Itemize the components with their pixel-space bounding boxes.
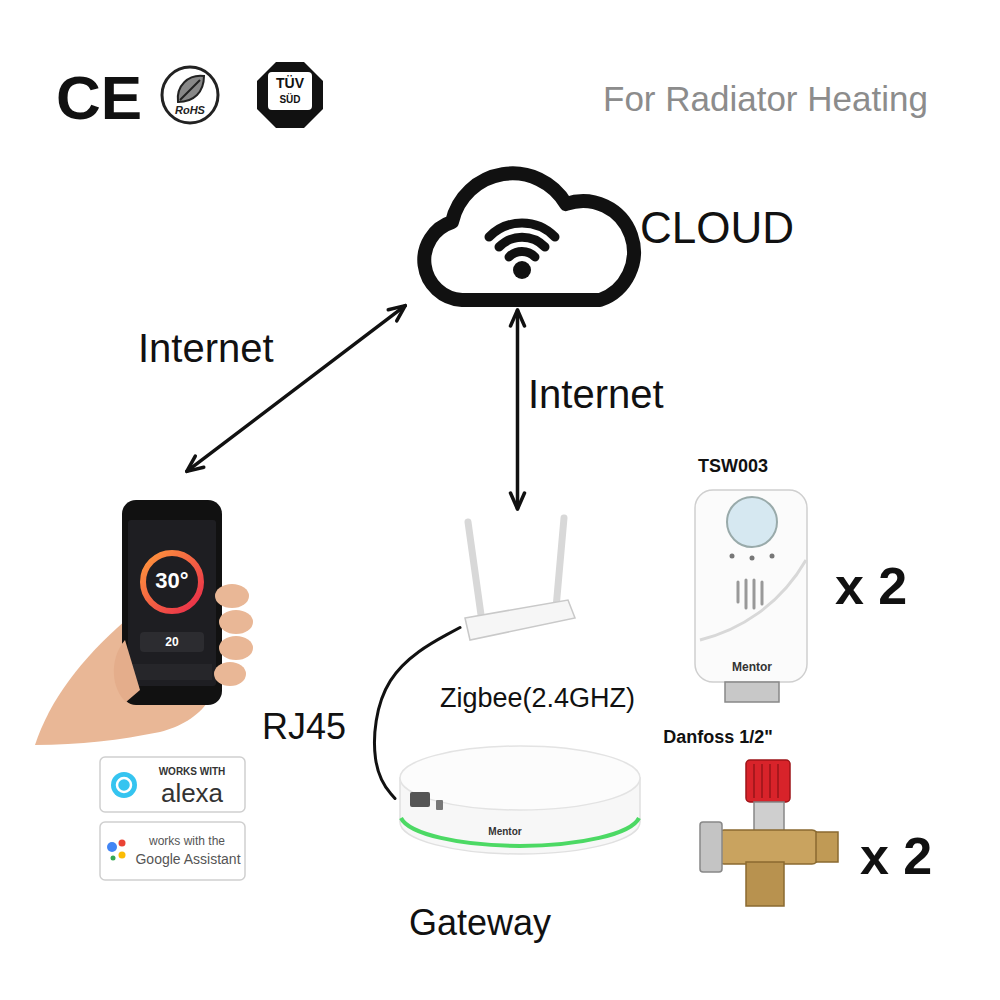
badge-text: WORKS WITH <box>142 766 242 777</box>
router-node <box>460 515 575 640</box>
gateway-light <box>401 818 639 846</box>
badge-text: Google Assistant <box>132 852 244 867</box>
usb-port <box>436 800 443 810</box>
ce-mark: CE <box>56 64 156 132</box>
phone-menu <box>132 664 212 680</box>
google-dot <box>119 840 126 847</box>
protocol-label: Zigbee(2.4GHZ) <box>440 684 700 714</box>
wifi-arc <box>509 251 535 257</box>
brand-logo: Mentor <box>483 826 527 837</box>
google-dot <box>119 852 126 859</box>
page-title: For Radiator Heating <box>603 80 993 119</box>
brand-logo: Mentor <box>722 661 782 674</box>
badge-text: works with the <box>132 835 242 848</box>
model-label: TSW003 <box>678 457 788 477</box>
wifi-dot <box>513 261 531 279</box>
alexa-badge <box>100 757 245 812</box>
hand-finger <box>214 662 246 686</box>
hand-finger <box>215 584 249 608</box>
quantity-label: x 2 <box>835 558 955 615</box>
valve-cap <box>746 760 790 802</box>
thermostat-nut <box>725 682 779 702</box>
valve-nut <box>700 822 722 872</box>
connector-label: Internet <box>138 326 338 370</box>
wifi-arc <box>489 223 555 237</box>
gateway-top <box>400 746 640 810</box>
valve-node: Danfoss 1/2" <box>690 755 840 910</box>
valve-label: Danfoss 1/2" <box>650 728 786 748</box>
thermostat-button <box>730 554 735 559</box>
thermostat-button <box>750 556 755 561</box>
google-dot <box>107 842 117 852</box>
rj45-port <box>410 792 430 807</box>
hand-finger <box>219 636 253 660</box>
internet-arrow <box>516 310 520 509</box>
tuv-sub-mark: SÜD <box>268 94 312 105</box>
alexa-icon <box>111 772 137 798</box>
phone-node: 30° 20 <box>122 475 222 710</box>
valve-body <box>718 830 818 864</box>
router-antenna <box>468 522 482 622</box>
tuv-plate <box>268 72 312 110</box>
thermostat-body <box>695 490 807 682</box>
cloud-shape <box>424 173 634 300</box>
device-label: Gateway <box>395 903 565 943</box>
thermostat-button <box>770 554 775 559</box>
connector-label: RJ45 <box>262 707 372 747</box>
cloud-node: CLOUD <box>410 190 625 302</box>
rohs-logo <box>162 67 218 123</box>
phone-body <box>122 500 222 705</box>
thermostat-vent <box>738 580 762 608</box>
wifi-arc <box>499 237 545 247</box>
quantity-label: x 2 <box>860 828 980 885</box>
google-badge <box>100 822 245 880</box>
router-body <box>465 600 575 640</box>
thermostat-swoosh <box>700 560 806 640</box>
badge-text: alexa <box>142 779 242 808</box>
connector-label: Internet <box>528 372 728 416</box>
valve-stem <box>754 802 784 832</box>
valve-cap-ridge <box>754 764 778 798</box>
valve-outlet <box>746 862 784 906</box>
phone-screen <box>128 520 216 686</box>
thermostat-node: TSW003Mentor <box>688 485 813 700</box>
temperature-reading: 30° <box>122 569 222 593</box>
hand-finger <box>219 610 253 634</box>
router-antenna <box>556 518 564 608</box>
rohs-leaf <box>178 76 204 102</box>
thermostat-display <box>727 497 777 547</box>
valve-thread <box>816 832 838 862</box>
google-dot <box>111 856 116 861</box>
tuv-mark: TÜV <box>268 76 312 91</box>
gateway-node: MentorGateway <box>395 740 645 870</box>
cloud-label: CLOUD <box>640 204 840 252</box>
rohs-mark: RoHS <box>165 104 215 116</box>
hand-thumb <box>114 640 140 702</box>
setpoint-reading: 20 <box>122 636 222 649</box>
tuv-logo <box>257 62 323 128</box>
alexa-icon-ring <box>117 778 131 792</box>
